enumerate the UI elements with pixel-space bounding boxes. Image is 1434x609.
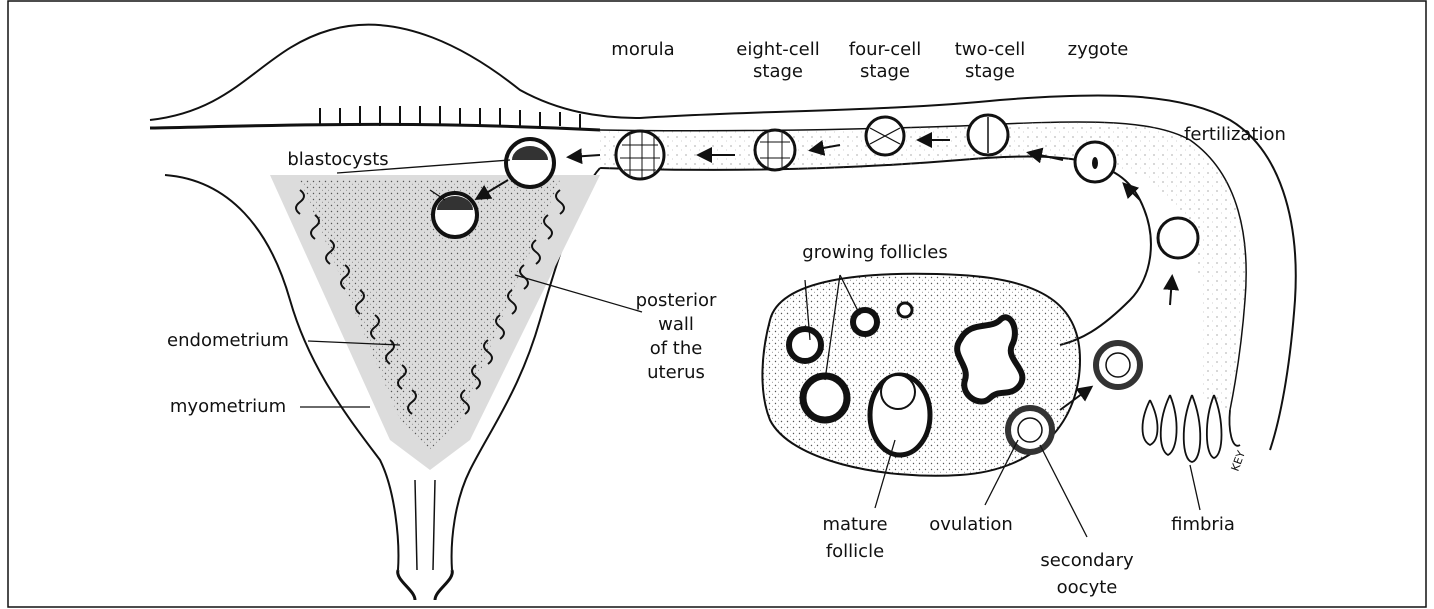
leader-oocyte: [1040, 445, 1087, 537]
label-growing-follicles: growing follicles: [802, 242, 947, 263]
label-two-cell-stage: stage: [965, 61, 1015, 82]
endometrium-roof: [150, 124, 600, 130]
label-endometrium: endometrium: [167, 330, 289, 351]
growing-follicle-3: [898, 303, 912, 317]
label-posterior: posterior: [636, 290, 717, 311]
label-morula: morula: [611, 39, 674, 60]
growing-follicle-1: [789, 329, 821, 361]
growing-follicle-4: [803, 376, 847, 420]
uterus: [150, 25, 1296, 600]
label-eight-cell-stage: stage: [753, 61, 803, 82]
label-four-cell: four-cell: [849, 39, 921, 60]
oocyte-entering-inner: [1106, 353, 1130, 377]
label-eight-cell: eight-cell: [736, 39, 819, 60]
ruptured-follicle: [957, 317, 1022, 401]
zygote-nucleus: [1092, 157, 1098, 169]
cervical-canal: [415, 480, 435, 570]
label-myometrium: myometrium: [170, 396, 286, 417]
leader-fimbria: [1190, 465, 1200, 510]
label-mature: mature: [822, 514, 887, 535]
label-ovulation: ovulation: [929, 514, 1013, 535]
artist-signature: KEY: [1229, 449, 1248, 473]
uterus-fundus-outline: [150, 25, 640, 120]
growing-follicle-2: [853, 310, 877, 334]
label-fimbria: fimbria: [1171, 514, 1235, 535]
label-blastocysts: blastocysts: [287, 149, 388, 170]
fertilization-oocyte: [1158, 218, 1198, 258]
label-mature-follicle: follicle: [826, 541, 884, 562]
secondary-oocyte-inner: [1018, 418, 1042, 442]
morula-embryo: [616, 131, 664, 179]
eight-cell-embryo: [755, 130, 795, 170]
label-zygote: zygote: [1068, 39, 1129, 60]
label-oocyte: oocyte: [1057, 577, 1118, 598]
label-secondary: secondary: [1040, 550, 1134, 571]
arrow-into-ampulla: [1170, 278, 1172, 305]
label-posterior-uterus: uterus: [647, 362, 705, 383]
label-two-cell: two-cell: [955, 39, 1026, 60]
cervix-right: [435, 570, 452, 600]
label-posterior-wall: wall: [658, 314, 694, 335]
label-posterior-ofthe: of the: [650, 338, 703, 359]
label-four-cell-stage: stage: [860, 61, 910, 82]
label-fertilization: fertilization: [1184, 124, 1286, 145]
mature-follicle-oocyte: [881, 375, 915, 409]
arrow-morula-to-blastocyst: [570, 155, 600, 157]
cervix-left: [398, 570, 415, 600]
